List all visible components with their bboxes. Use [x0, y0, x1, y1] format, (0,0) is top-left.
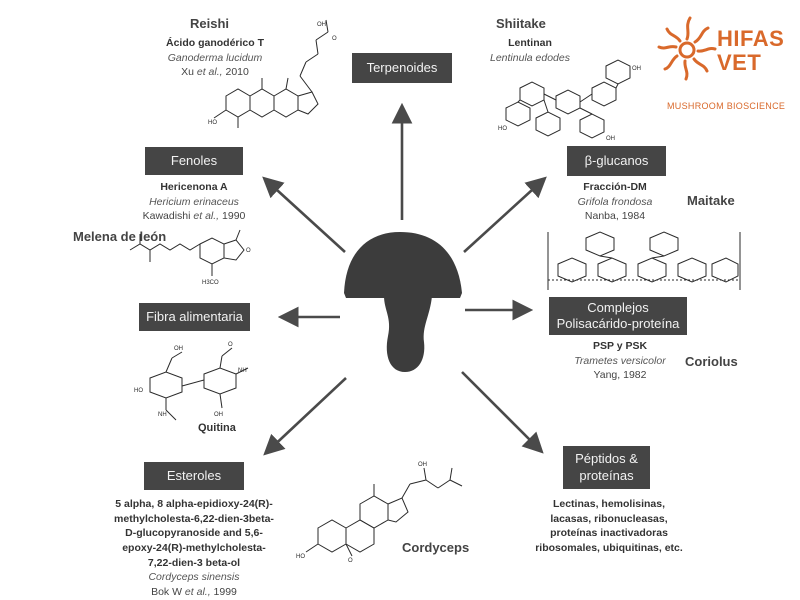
melena-species: Hericium erinaceus	[149, 195, 239, 208]
logo-subtitle: MUSHROOM BIOSCIENCE	[667, 101, 786, 111]
coriolus-info: PSP y PSK Trametes versicolor Yang, 1982	[560, 339, 680, 383]
reishi-atom-ho: HO	[208, 120, 217, 126]
cordyceps-compound-line-3: D-glucopyranoside and 5,6-	[125, 527, 263, 540]
reishi-ref-etal: et al.,	[193, 66, 223, 79]
reishi-ref: Xu et al., 2010	[130, 65, 300, 80]
cordyceps-atom-oh: OH	[418, 462, 427, 468]
arrow-peptidos	[461, 371, 544, 454]
peptidos-info-line-3: proteínas inactivadoras	[550, 527, 668, 540]
quitina-label: Quitina	[198, 422, 236, 434]
shiitake-title: Shiitake	[496, 16, 546, 31]
ganoderic-acid-structure: OH O HO	[208, 19, 337, 128]
mushroom-icon	[344, 232, 462, 372]
coriolus-species: Trametes versicolor	[574, 354, 666, 367]
melena-atom-h3co: H3CO	[202, 280, 219, 286]
cordyceps-compound-line-4: epoxy-24(R)-methylcholesta-	[122, 542, 266, 555]
melena-compound: Hericenona A	[160, 181, 228, 193]
cordyceps-atom-ho: HO	[296, 554, 305, 560]
category-terpenoides: Terpenoides	[352, 53, 452, 83]
beta-glucan-chain-structure	[547, 231, 741, 290]
reishi-info: Ácido ganodérico T Ganoderma lucidum Xu …	[130, 36, 300, 80]
logo-text-vet: VET	[717, 50, 762, 75]
maitake-ref: Nanba, 1984	[584, 210, 646, 223]
shiitake-info: Lentinan Lentinula edodes	[470, 36, 590, 65]
coriolus-title: Coriolus	[685, 354, 738, 369]
reishi-atom-oh-1: OH	[317, 22, 326, 28]
cordyceps-ref-etal: et al.,	[182, 586, 211, 599]
shiitake-atom-oh-1: OH	[632, 66, 641, 72]
ergosterol-structure: HO O OH	[296, 462, 463, 564]
melena-ref: Kawadishi et al., 1990	[120, 209, 268, 224]
coriolus-compound: PSP y PSK	[592, 340, 648, 352]
melena-atom-o: O	[246, 248, 251, 254]
category-complejos: Complejos Polisacárido-proteína	[549, 297, 687, 335]
cordyceps-compound-line-1: 5 alpha, 8 alpha-epidioxy-24(R)-	[115, 498, 273, 510]
shiitake-atom-oh-2: OH	[606, 136, 615, 142]
category-beta-glucanos: β-glucanos	[567, 146, 666, 176]
cordyceps-info: 5 alpha, 8 alpha-epidioxy-24(R)- methylc…	[108, 497, 280, 600]
reishi-ref-author: Xu	[181, 66, 194, 79]
melena-ref-author: Kawadishi	[142, 210, 191, 223]
category-peptidos-line2: proteínas	[579, 467, 634, 483]
coriolus-ref: Yang, 1982	[593, 369, 647, 382]
cordyceps-ref-year: 1999	[210, 586, 237, 599]
reishi-atom-o: O	[332, 36, 337, 42]
reishi-ref-year: 2010	[222, 66, 249, 79]
cordyceps-title: Cordyceps	[402, 540, 470, 555]
category-peptidos-line1: Péptidos &	[575, 451, 638, 467]
arrow-esteroles	[263, 377, 347, 456]
hericenone-structure: O H3CO	[129, 229, 251, 286]
peptidos-info: Lectinas, hemolisinas, lacasas, ribonucl…	[527, 497, 691, 556]
category-esteroles: Esteroles	[144, 462, 244, 490]
category-complejos-line1: Complejos	[587, 299, 649, 315]
category-fenoles: Fenoles	[145, 147, 243, 175]
maitake-info: Fracción-DM Grifola frondosa Nanba, 1984	[560, 180, 670, 224]
arrow-beta-glucanos	[463, 176, 547, 253]
melena-title: Melena de león	[73, 229, 167, 244]
melena-ref-year: 1990	[219, 210, 246, 223]
quitina-atom-nh-2: NH	[238, 368, 247, 374]
category-fibra-alimentaria: Fibra alimentaria	[139, 303, 250, 331]
maitake-species: Grifola frondosa	[577, 195, 653, 208]
reishi-title: Reishi	[190, 16, 230, 31]
quitina-atom-nh-1: NH	[158, 412, 167, 418]
lentinan-structure: OH OH HO	[498, 59, 641, 142]
reishi-species: Ganoderma lucidum	[167, 51, 263, 64]
chitin-structure: OH NH O NH OH HO	[134, 342, 249, 421]
maitake-compound: Fracción-DM	[583, 181, 647, 193]
maitake-title: Maitake	[687, 193, 735, 208]
reishi-compound: Ácido ganodérico T	[165, 37, 264, 49]
quitina-atom-oh-1: OH	[174, 346, 183, 352]
category-peptidos: Péptidos & proteínas	[563, 446, 650, 489]
shiitake-compound: Lentinan	[508, 37, 552, 49]
cordyceps-species: Cordyceps sinensis	[148, 571, 240, 584]
cordyceps-compound-line-2: methylcholesta-6,22-dien-3beta-	[114, 512, 274, 525]
cordyceps-compound-line-5: 7,22-dien-3 beta-ol	[147, 556, 241, 569]
melena-info: Hericenona A Hericium erinaceus Kawadish…	[120, 180, 268, 224]
quitina-atom-ho: HO	[134, 388, 143, 394]
cordyceps-ref-author: Bok W	[151, 586, 183, 599]
cordyceps-atom-o: O	[348, 558, 353, 564]
quitina-atom-oh-2: OH	[214, 412, 223, 418]
shiitake-atom-ho: HO	[498, 126, 507, 132]
arrow-fenoles	[262, 176, 346, 253]
peptidos-info-line-4: ribosomales, ubiquitinas, etc.	[535, 542, 683, 555]
melena-ref-etal: et al.,	[190, 210, 220, 223]
logo-text-hifas: HIFAS	[717, 26, 785, 51]
quitina-atom-o: O	[228, 342, 233, 348]
peptidos-info-line-2: lacasas, ribonucleasas,	[550, 512, 668, 525]
peptidos-info-line-1: Lectinas, hemolisinas,	[552, 498, 666, 510]
category-complejos-line2: Polisacárido-proteína	[556, 316, 680, 331]
shiitake-species: Lentinula edodes	[490, 51, 570, 64]
cordyceps-ref: Bok W et al., 1999	[108, 585, 280, 600]
